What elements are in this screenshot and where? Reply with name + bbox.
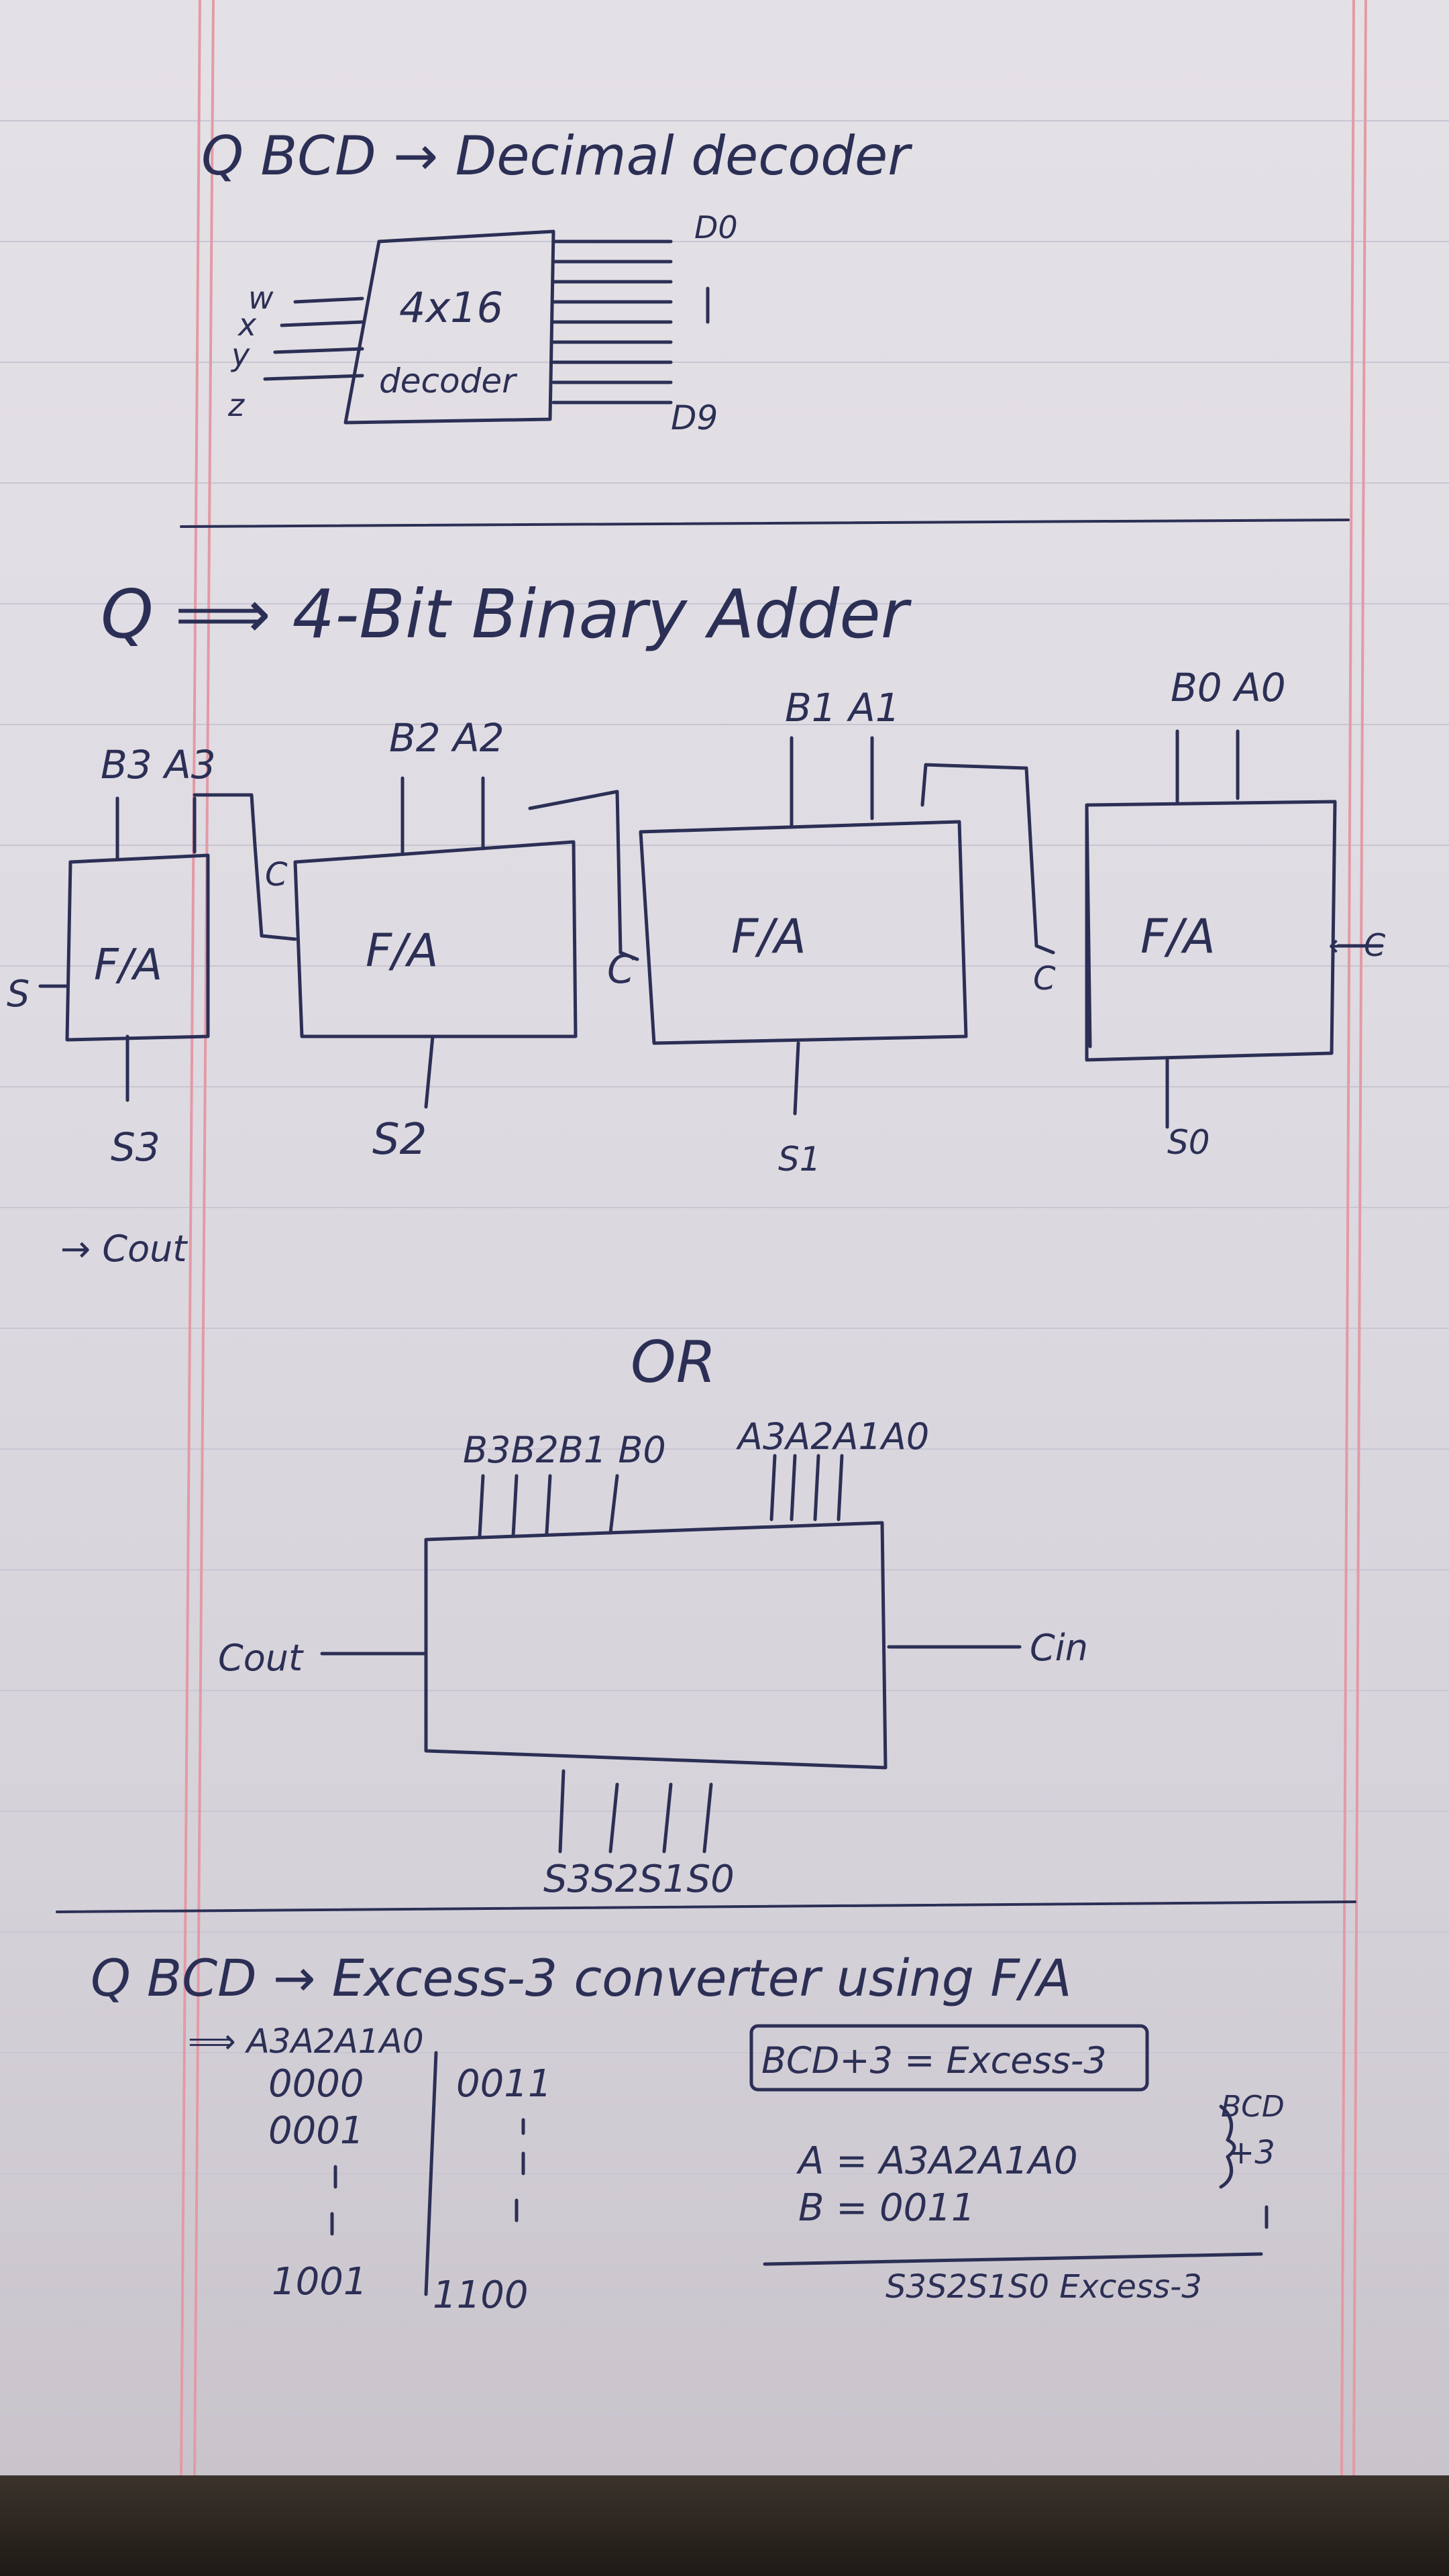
bcd-header: ⟹ A3A2A1A0 <box>188 2022 424 2061</box>
bcd-row-first: 0000 <box>268 2062 364 2106</box>
conversion-table-lines <box>330 2024 1269 2296</box>
block-cin-label: Cin <box>1030 1627 1088 1669</box>
decoder-input-x: x <box>237 307 257 343</box>
notebook-page <box>0 0 1449 2475</box>
decoder-input-w: w <box>248 280 274 316</box>
line-a: A = A3A2A1A0 <box>796 2139 1078 2183</box>
cout-left-label: S <box>7 973 30 1015</box>
or-text: OR <box>631 1329 716 1396</box>
s-bus-label: S3S2S1S0 <box>543 1858 735 1901</box>
section-divider-2 <box>56 1900 1356 1913</box>
fa3-sum: S3 <box>111 1124 160 1170</box>
margin-lines <box>180 0 1367 2476</box>
carry-label-3: C <box>1033 960 1056 998</box>
carry-label-1: C <box>265 856 288 894</box>
decoder-box-label: decoder <box>379 362 518 400</box>
a-bus-label: A3A2A1A0 <box>736 1415 929 1458</box>
carry-label-2: C <box>607 947 635 992</box>
result-line: S3S2S1S0 Excess-3 <box>885 2268 1202 2306</box>
fa2-label: F/A <box>366 924 439 977</box>
ripple-adder-diagram <box>38 729 1384 1129</box>
b-bus-label: B3B2B1 B0 <box>463 1429 666 1471</box>
cout-note: → Cout <box>60 1228 188 1270</box>
fa3-label: F/A <box>94 941 162 990</box>
boxed-formula: BCD+3 = Excess-3 <box>761 2039 1107 2082</box>
decoder-box-size: 4x16 <box>399 283 503 332</box>
fa1-sum: S1 <box>778 1140 821 1179</box>
fa1-inputs: B1 A1 <box>785 685 900 731</box>
brace-top: BCD <box>1221 2090 1285 2124</box>
cin-label: ← C <box>1328 927 1385 963</box>
brace-bottom: +3 <box>1228 2134 1275 2171</box>
bcd-row-last: 1001 <box>272 2260 368 2304</box>
block-adder-diagram <box>320 1454 1022 1854</box>
excess3-row-last: 1100 <box>433 2273 529 2317</box>
adder-question: Q ⟹ 4-Bit Binary Adder <box>101 575 912 653</box>
fa0-sum: S0 <box>1167 1123 1210 1162</box>
fa2-sum: S2 <box>372 1115 427 1165</box>
decoder-input-y: y <box>230 337 250 373</box>
decoder-input-z: z <box>227 387 245 423</box>
decoder-out-bottom: D9 <box>671 398 718 437</box>
fa3-inputs: B3 A3 <box>101 742 216 788</box>
fa0-label: F/A <box>1140 909 1216 964</box>
fa0-inputs: B0 A0 <box>1171 665 1286 710</box>
excess3-row-first: 0011 <box>456 2062 552 2106</box>
decoder-question: Q BCD → Decimal decoder <box>201 125 913 187</box>
fa2-inputs: B2 A2 <box>389 715 504 761</box>
block-cout-label: Cout <box>218 1637 304 1679</box>
ruled-lines <box>0 120 1449 2416</box>
decoder-box <box>263 229 710 425</box>
line-b: B = 0011 <box>798 2186 975 2230</box>
excess3-question: Q BCD → Excess-3 converter using F/A <box>91 1948 1072 2008</box>
table-surface <box>0 2475 1449 2576</box>
section-divider-1 <box>180 519 1350 528</box>
bcd-row-second: 0001 <box>268 2109 364 2153</box>
decoder-out-top: D0 <box>694 209 738 246</box>
fa1-label: F/A <box>731 909 806 964</box>
